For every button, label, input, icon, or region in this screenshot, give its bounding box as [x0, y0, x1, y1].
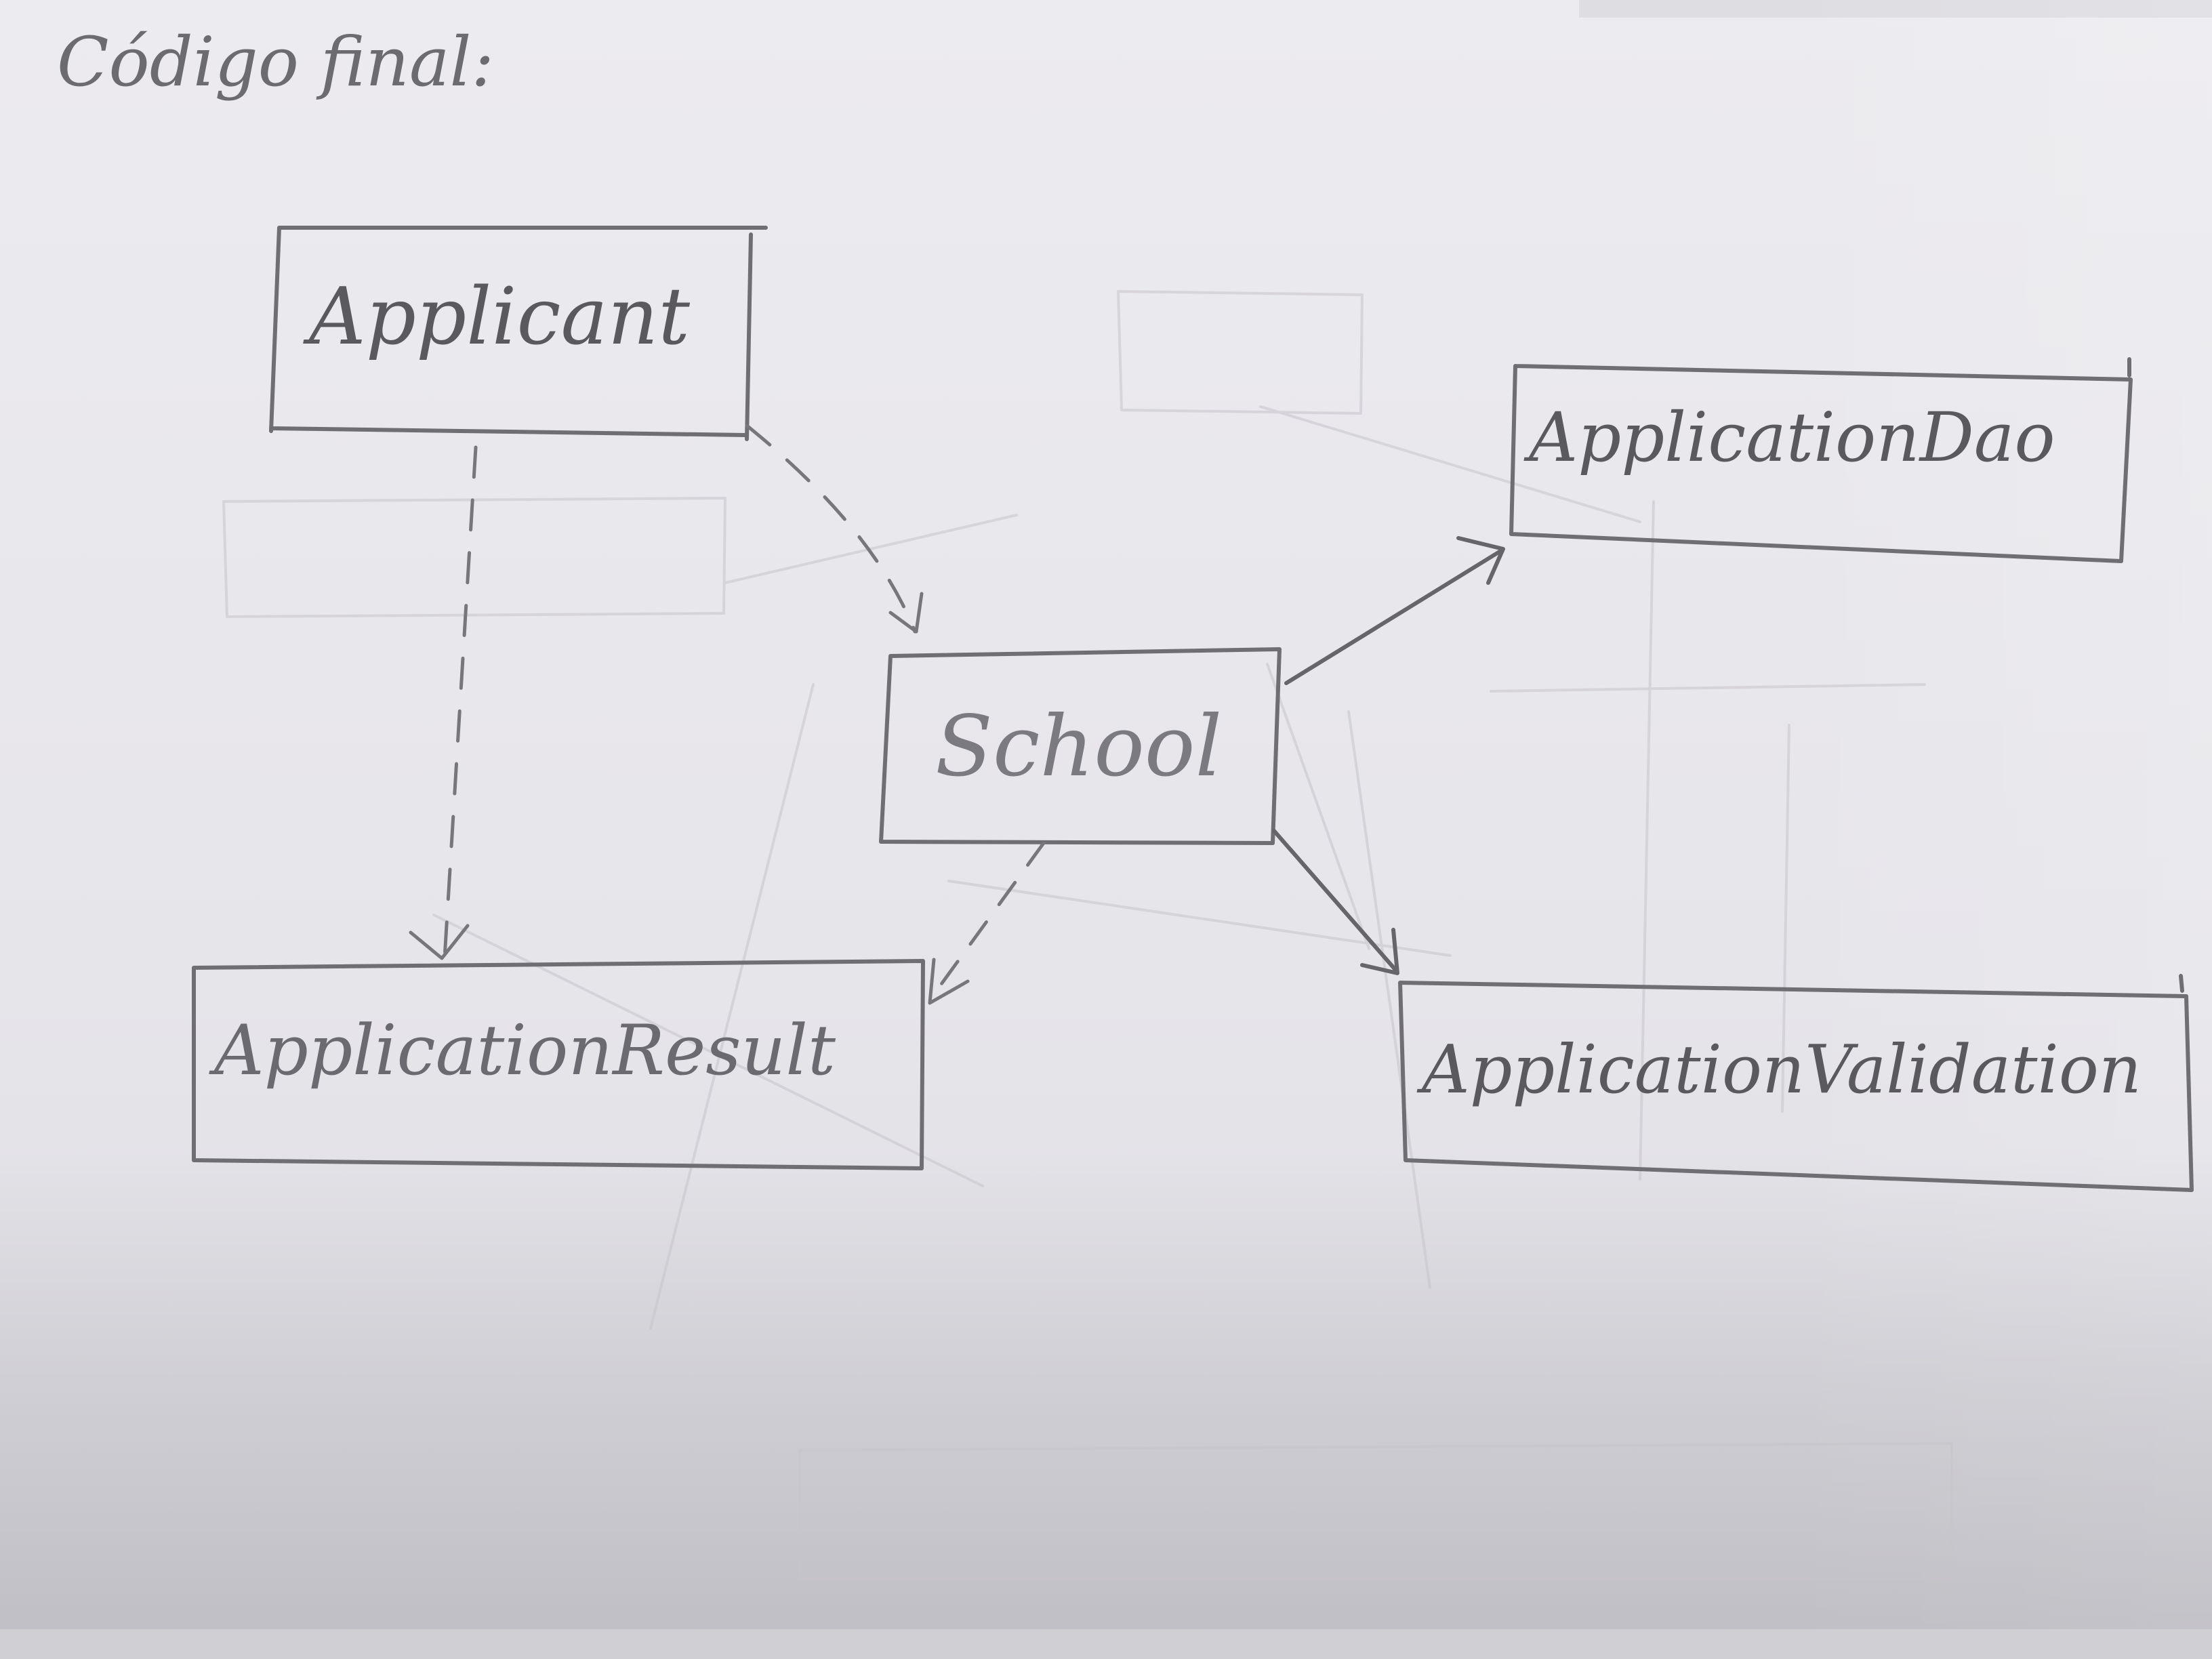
arrow-applicant-to-school — [745, 424, 924, 634]
class-box-applicant — [269, 226, 768, 441]
class-name-school: School — [935, 698, 1223, 796]
class-name-application-result: ApplicationResult — [214, 1010, 836, 1091]
paper-light — [1762, 0, 2212, 1659]
arrow-applicant-to-application-result — [409, 445, 478, 960]
class-name-application-dao: ApplicationDao — [1529, 398, 2055, 477]
page-heading: Código final: — [57, 22, 495, 102]
paper-bottom-edge — [0, 1629, 2212, 1659]
class-box-application-result — [192, 959, 925, 1170]
paper-shadow — [0, 1152, 2212, 1659]
class-box-application-validation — [1398, 974, 2194, 1192]
show-through — [222, 290, 1953, 1580]
class-box-application-dao — [1509, 357, 2133, 563]
class-name-application-validation: ApplicationValidation — [1422, 1031, 2142, 1109]
class-name-applicant: Applicant — [309, 271, 690, 363]
arrow-school-to-application-validation — [1272, 829, 1399, 975]
arrow-school-to-application-result — [928, 841, 1046, 1005]
arrow-school-to-application-dao — [1284, 536, 1505, 685]
paper-top-strip — [1579, 0, 2212, 18]
class-box-school — [879, 647, 1282, 845]
